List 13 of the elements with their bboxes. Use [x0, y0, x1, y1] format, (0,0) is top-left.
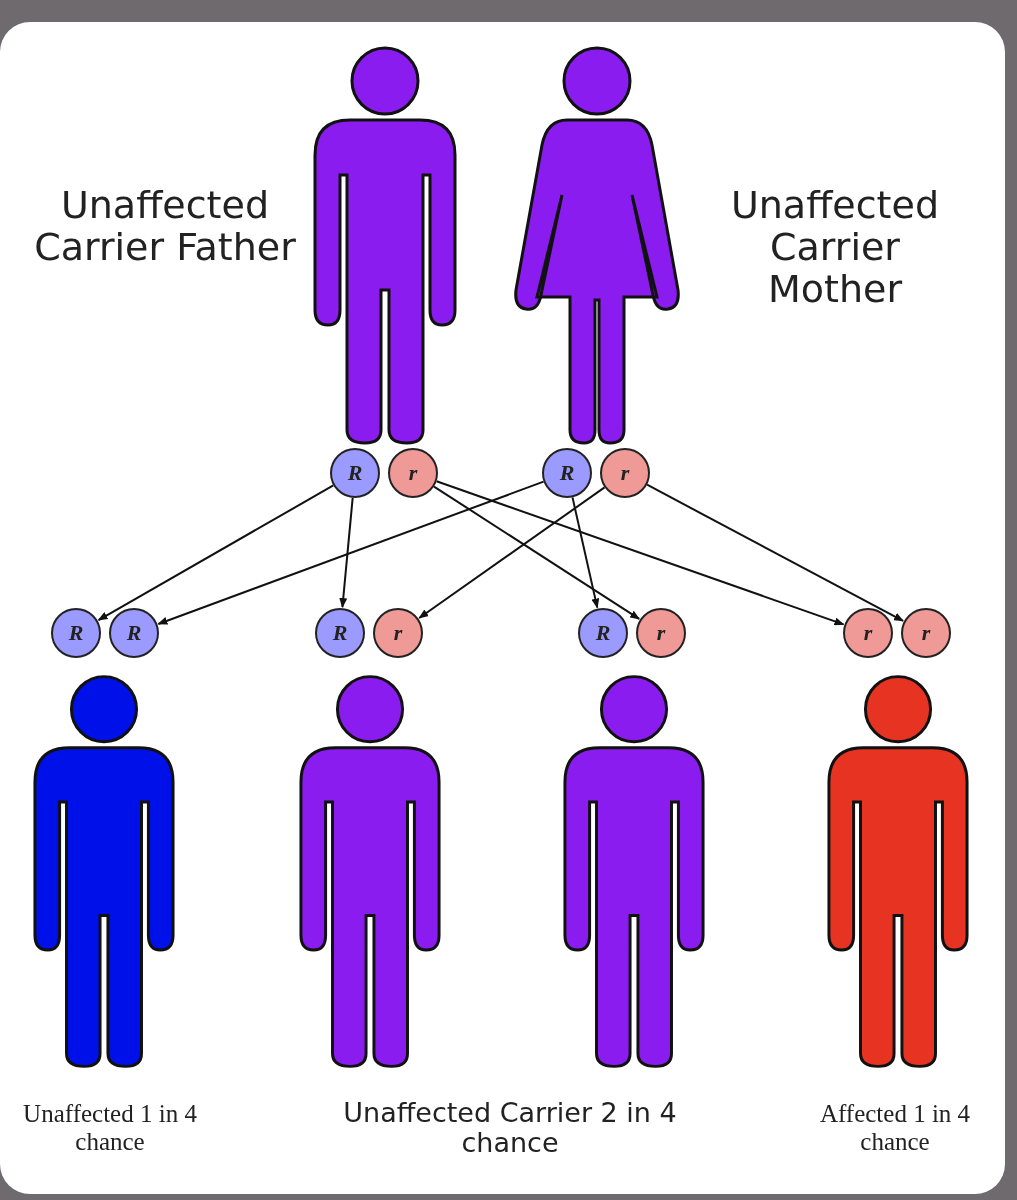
arrow [433, 485, 641, 620]
probability-caption: Unaffected 1 in 4 chance [22, 1100, 198, 1155]
probability-caption: Unaffected Carrier 2 in 4 chance [342, 1098, 678, 1158]
probability-caption: Affected 1 in 4 chance [818, 1100, 972, 1155]
arrow [435, 480, 845, 626]
arrow [157, 480, 545, 625]
person-caption: Unaffected Carrier Mother [729, 185, 940, 311]
arrow [418, 486, 606, 619]
person-caption: Unaffected Carrier Father [33, 185, 297, 269]
arrow [571, 496, 600, 609]
arrow [339, 496, 354, 609]
arrow [646, 483, 905, 622]
arrow [97, 484, 335, 622]
